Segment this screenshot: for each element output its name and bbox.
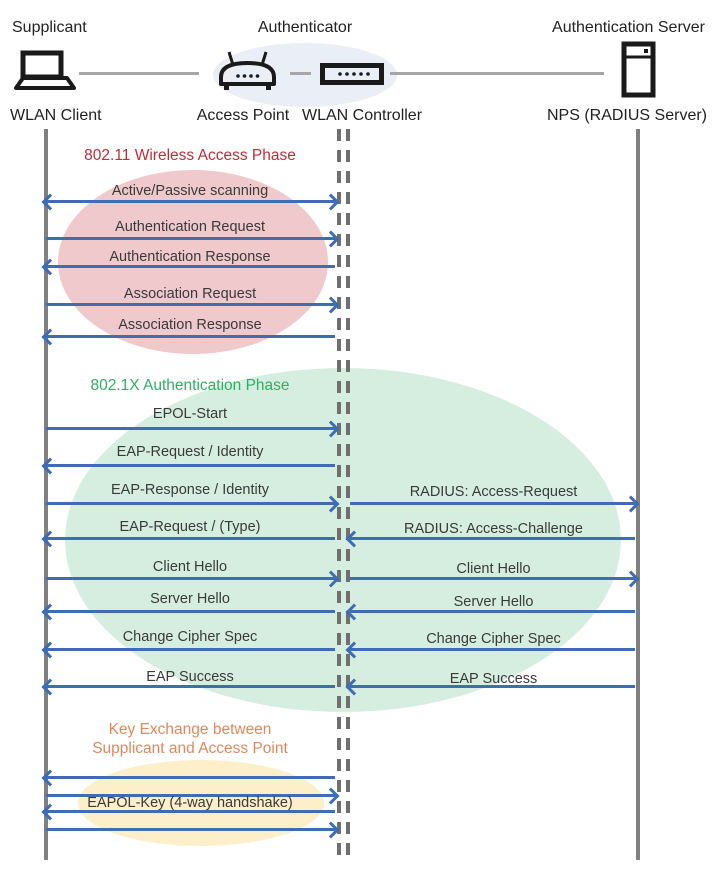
phase-title-key-exchange-line2: Supplicant and Access Point: [92, 740, 288, 757]
phase-title-8021x: 802.1X Authentication Phase: [90, 377, 290, 394]
arrow-assoc-request: [46, 303, 335, 306]
connector-client-ap: [79, 72, 199, 75]
arrow-auth-request: [46, 237, 335, 240]
arrow-server-hello-left: [46, 610, 335, 613]
phase-title-80211: 802.11 Wireless Access Phase: [84, 147, 296, 164]
msg-label-eapol-key: EAPOL-Key (4-way handshake): [87, 795, 293, 811]
arrow-eapol-key-1: [46, 776, 335, 779]
arrow-radius-access-challenge: [350, 537, 635, 540]
msg-label-client-hello-right: Client Hello: [456, 561, 531, 577]
arrow-epol-start: [46, 427, 335, 430]
arrow-eap-success-left: [46, 685, 335, 688]
arrow-eap-request-type: [46, 537, 335, 540]
arrow-change-cipher-right: [350, 648, 635, 651]
device-wlan-controller: WLAN Controller: [302, 107, 423, 124]
server-icon: [621, 41, 656, 98]
msg-label-assoc-request: Association Request: [123, 286, 257, 302]
arrow-eap-request-identity: [46, 464, 335, 467]
arrow-server-hello-right: [350, 610, 635, 613]
phase-8021x-ellipse: [65, 368, 621, 712]
arrow-client-hello-left: [46, 577, 335, 580]
arrow-eap-success-right: [350, 685, 635, 688]
role-supplicant: Supplicant: [12, 19, 87, 36]
arrow-eapol-key-2: [46, 794, 335, 797]
arrow-change-cipher-left: [46, 648, 335, 651]
role-authentication-server: Authentication Server: [552, 19, 705, 36]
device-access-point: Access Point: [196, 107, 290, 124]
msg-label-epol-start: EPOL-Start: [152, 406, 228, 422]
msg-label-change-cipher-left: Change Cipher Spec: [122, 629, 258, 645]
device-nps-radius-server: NPS (RADIUS Server): [546, 107, 707, 124]
msg-label-server-hello-right: Server Hello: [453, 594, 534, 610]
msg-label-assoc-response: Association Response: [118, 317, 262, 333]
msg-label-eap-request-type: EAP-Request / (Type): [119, 519, 261, 535]
msg-label-client-hello-left: Client Hello: [152, 559, 228, 575]
arrow-eapol-key-4: [46, 828, 335, 831]
lifeline-wlan-client: [44, 129, 48, 860]
arrow-eap-response-identity: [46, 502, 335, 505]
key-exchange-ellipse: [78, 760, 324, 846]
msg-label-radius-access-request: RADIUS: Access-Request: [409, 484, 578, 500]
msg-label-scanning: Active/Passive scanning: [111, 183, 269, 199]
arrow-eapol-key-3: [46, 810, 335, 813]
msg-label-auth-response: Authentication Response: [109, 249, 271, 265]
device-wlan-client: WLAN Client: [10, 107, 102, 124]
access-point-icon: [219, 51, 276, 90]
arrow-client-hello-right: [350, 577, 635, 580]
lifeline-controller-dashed-left: [337, 129, 341, 855]
arrow-scanning: [46, 200, 335, 203]
laptop-icon: [14, 50, 76, 90]
wlan-controller-icon: [320, 63, 384, 85]
arrow-assoc-response: [46, 335, 335, 338]
lifeline-controller-dashed-right: [346, 129, 350, 855]
msg-label-auth-request: Authentication Request: [115, 219, 265, 235]
connector-controller-server: [390, 72, 604, 75]
phase-title-key-exchange-line1: Key Exchange between: [108, 721, 272, 738]
msg-label-eap-request-identity: EAP-Request / Identity: [116, 444, 264, 460]
msg-label-eap-success-right: EAP Success: [449, 671, 538, 687]
msg-label-server-hello-left: Server Hello: [150, 591, 230, 607]
role-authenticator: Authenticator: [257, 19, 353, 36]
arrow-auth-response: [46, 265, 335, 268]
msg-label-change-cipher-right: Change Cipher Spec: [426, 631, 561, 647]
msg-label-radius-access-challenge: RADIUS: Access-Challenge: [404, 521, 583, 537]
connector-ap-controller: [290, 72, 311, 75]
arrow-radius-access-request: [350, 502, 635, 505]
msg-label-eap-response-identity: EAP-Response / Identity: [111, 482, 269, 498]
lifeline-nps-server: [636, 129, 640, 860]
msg-label-eap-success-left: EAP Success: [146, 669, 234, 685]
